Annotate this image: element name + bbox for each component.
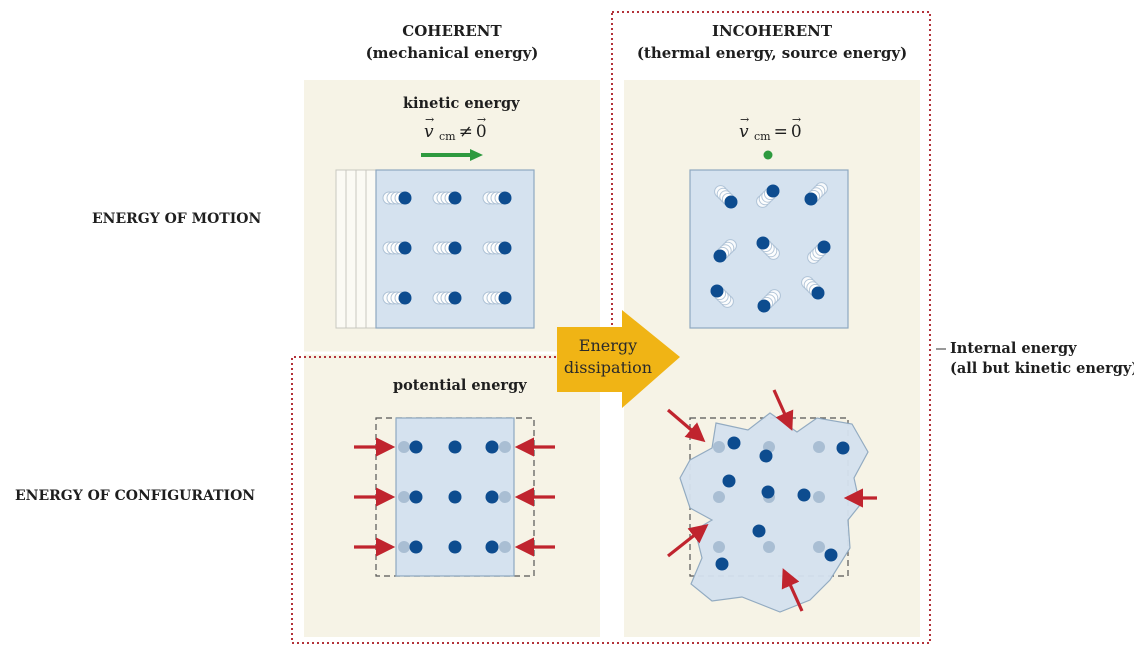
particle xyxy=(485,440,499,454)
particle xyxy=(448,490,462,504)
force-arrow xyxy=(666,408,706,443)
ghost-particle xyxy=(499,441,511,453)
ghost-particle xyxy=(398,441,410,453)
ghost-particle xyxy=(713,441,725,453)
thermal-particles xyxy=(710,182,831,313)
particle xyxy=(797,488,811,502)
velocity-arrow xyxy=(421,149,483,161)
kinetic-particles xyxy=(382,191,512,305)
coherent-subtitle: (mechanical energy) xyxy=(365,44,539,62)
particle xyxy=(485,540,499,554)
deformed-particles xyxy=(713,436,850,571)
particle xyxy=(398,291,412,305)
internal-energy-label: Internal energy (all but kinetic energy) xyxy=(950,340,1134,377)
particle xyxy=(817,240,831,254)
kinetic-energy-title: kinetic energy xyxy=(403,95,520,112)
ghost-particle xyxy=(813,541,825,553)
particle xyxy=(409,540,423,554)
compression-arrows xyxy=(354,437,555,557)
particle xyxy=(498,291,512,305)
dissipation-arrow xyxy=(557,310,680,408)
particle xyxy=(485,490,499,504)
coherent-velocity-equation: v→ cm≠0→ xyxy=(424,113,487,143)
particle xyxy=(761,485,775,499)
particle xyxy=(752,524,766,538)
potential-energy-title: potential energy xyxy=(393,377,527,394)
particle xyxy=(398,241,412,255)
internal-energy-outline-right xyxy=(291,11,931,644)
ghost-particle xyxy=(398,491,410,503)
random-force-arrows xyxy=(666,389,877,612)
particle xyxy=(756,236,770,250)
ghost-particle xyxy=(398,541,410,553)
particle xyxy=(724,195,738,209)
particle xyxy=(759,449,773,463)
ghost-particle xyxy=(813,441,825,453)
incoherent-title: INCOHERENT xyxy=(711,22,833,40)
particle xyxy=(824,548,838,562)
coherent-header: COHERENT (mechanical energy) xyxy=(352,20,552,64)
particle xyxy=(448,191,462,205)
velocity-symbol: v→ xyxy=(424,113,435,142)
dissipation-label: Energy dissipation xyxy=(563,336,653,377)
particle xyxy=(448,241,462,255)
potential-particles xyxy=(398,440,511,554)
ghost-particle xyxy=(499,541,511,553)
particle xyxy=(715,557,729,571)
particle xyxy=(766,184,780,198)
ghost-particle xyxy=(713,491,725,503)
force-arrow xyxy=(772,389,794,431)
ghost-particle xyxy=(499,491,511,503)
row-label-motion: ENERGY OF MOTION xyxy=(92,211,262,227)
particle xyxy=(713,249,727,263)
particle xyxy=(398,191,412,205)
incoherent-header: INCOHERENT (thermal energy, source energ… xyxy=(622,20,922,64)
particle xyxy=(448,291,462,305)
ghost-particle xyxy=(713,541,725,553)
particle xyxy=(710,284,724,298)
particle xyxy=(811,286,825,300)
row-label-configuration: ENERGY OF CONFIGURATION xyxy=(15,488,256,504)
particle xyxy=(409,490,423,504)
particle xyxy=(804,192,818,206)
particle xyxy=(722,474,736,488)
particle xyxy=(498,241,512,255)
particle xyxy=(498,191,512,205)
particle xyxy=(448,440,462,454)
ghost-particle xyxy=(763,541,775,553)
force-arrow xyxy=(667,524,709,558)
incoherent-velocity-equation: v→ cm=0→ xyxy=(739,113,802,143)
coherent-title: COHERENT xyxy=(402,22,502,40)
incoherent-subtitle: (thermal energy, source energy) xyxy=(636,44,908,62)
velocity-zero-dot xyxy=(763,150,773,160)
particle xyxy=(836,441,850,455)
particle xyxy=(409,440,423,454)
force-arrow xyxy=(781,568,804,612)
ghost-particle xyxy=(813,491,825,503)
particle xyxy=(757,299,771,313)
particle xyxy=(448,540,462,554)
particle xyxy=(727,436,741,450)
